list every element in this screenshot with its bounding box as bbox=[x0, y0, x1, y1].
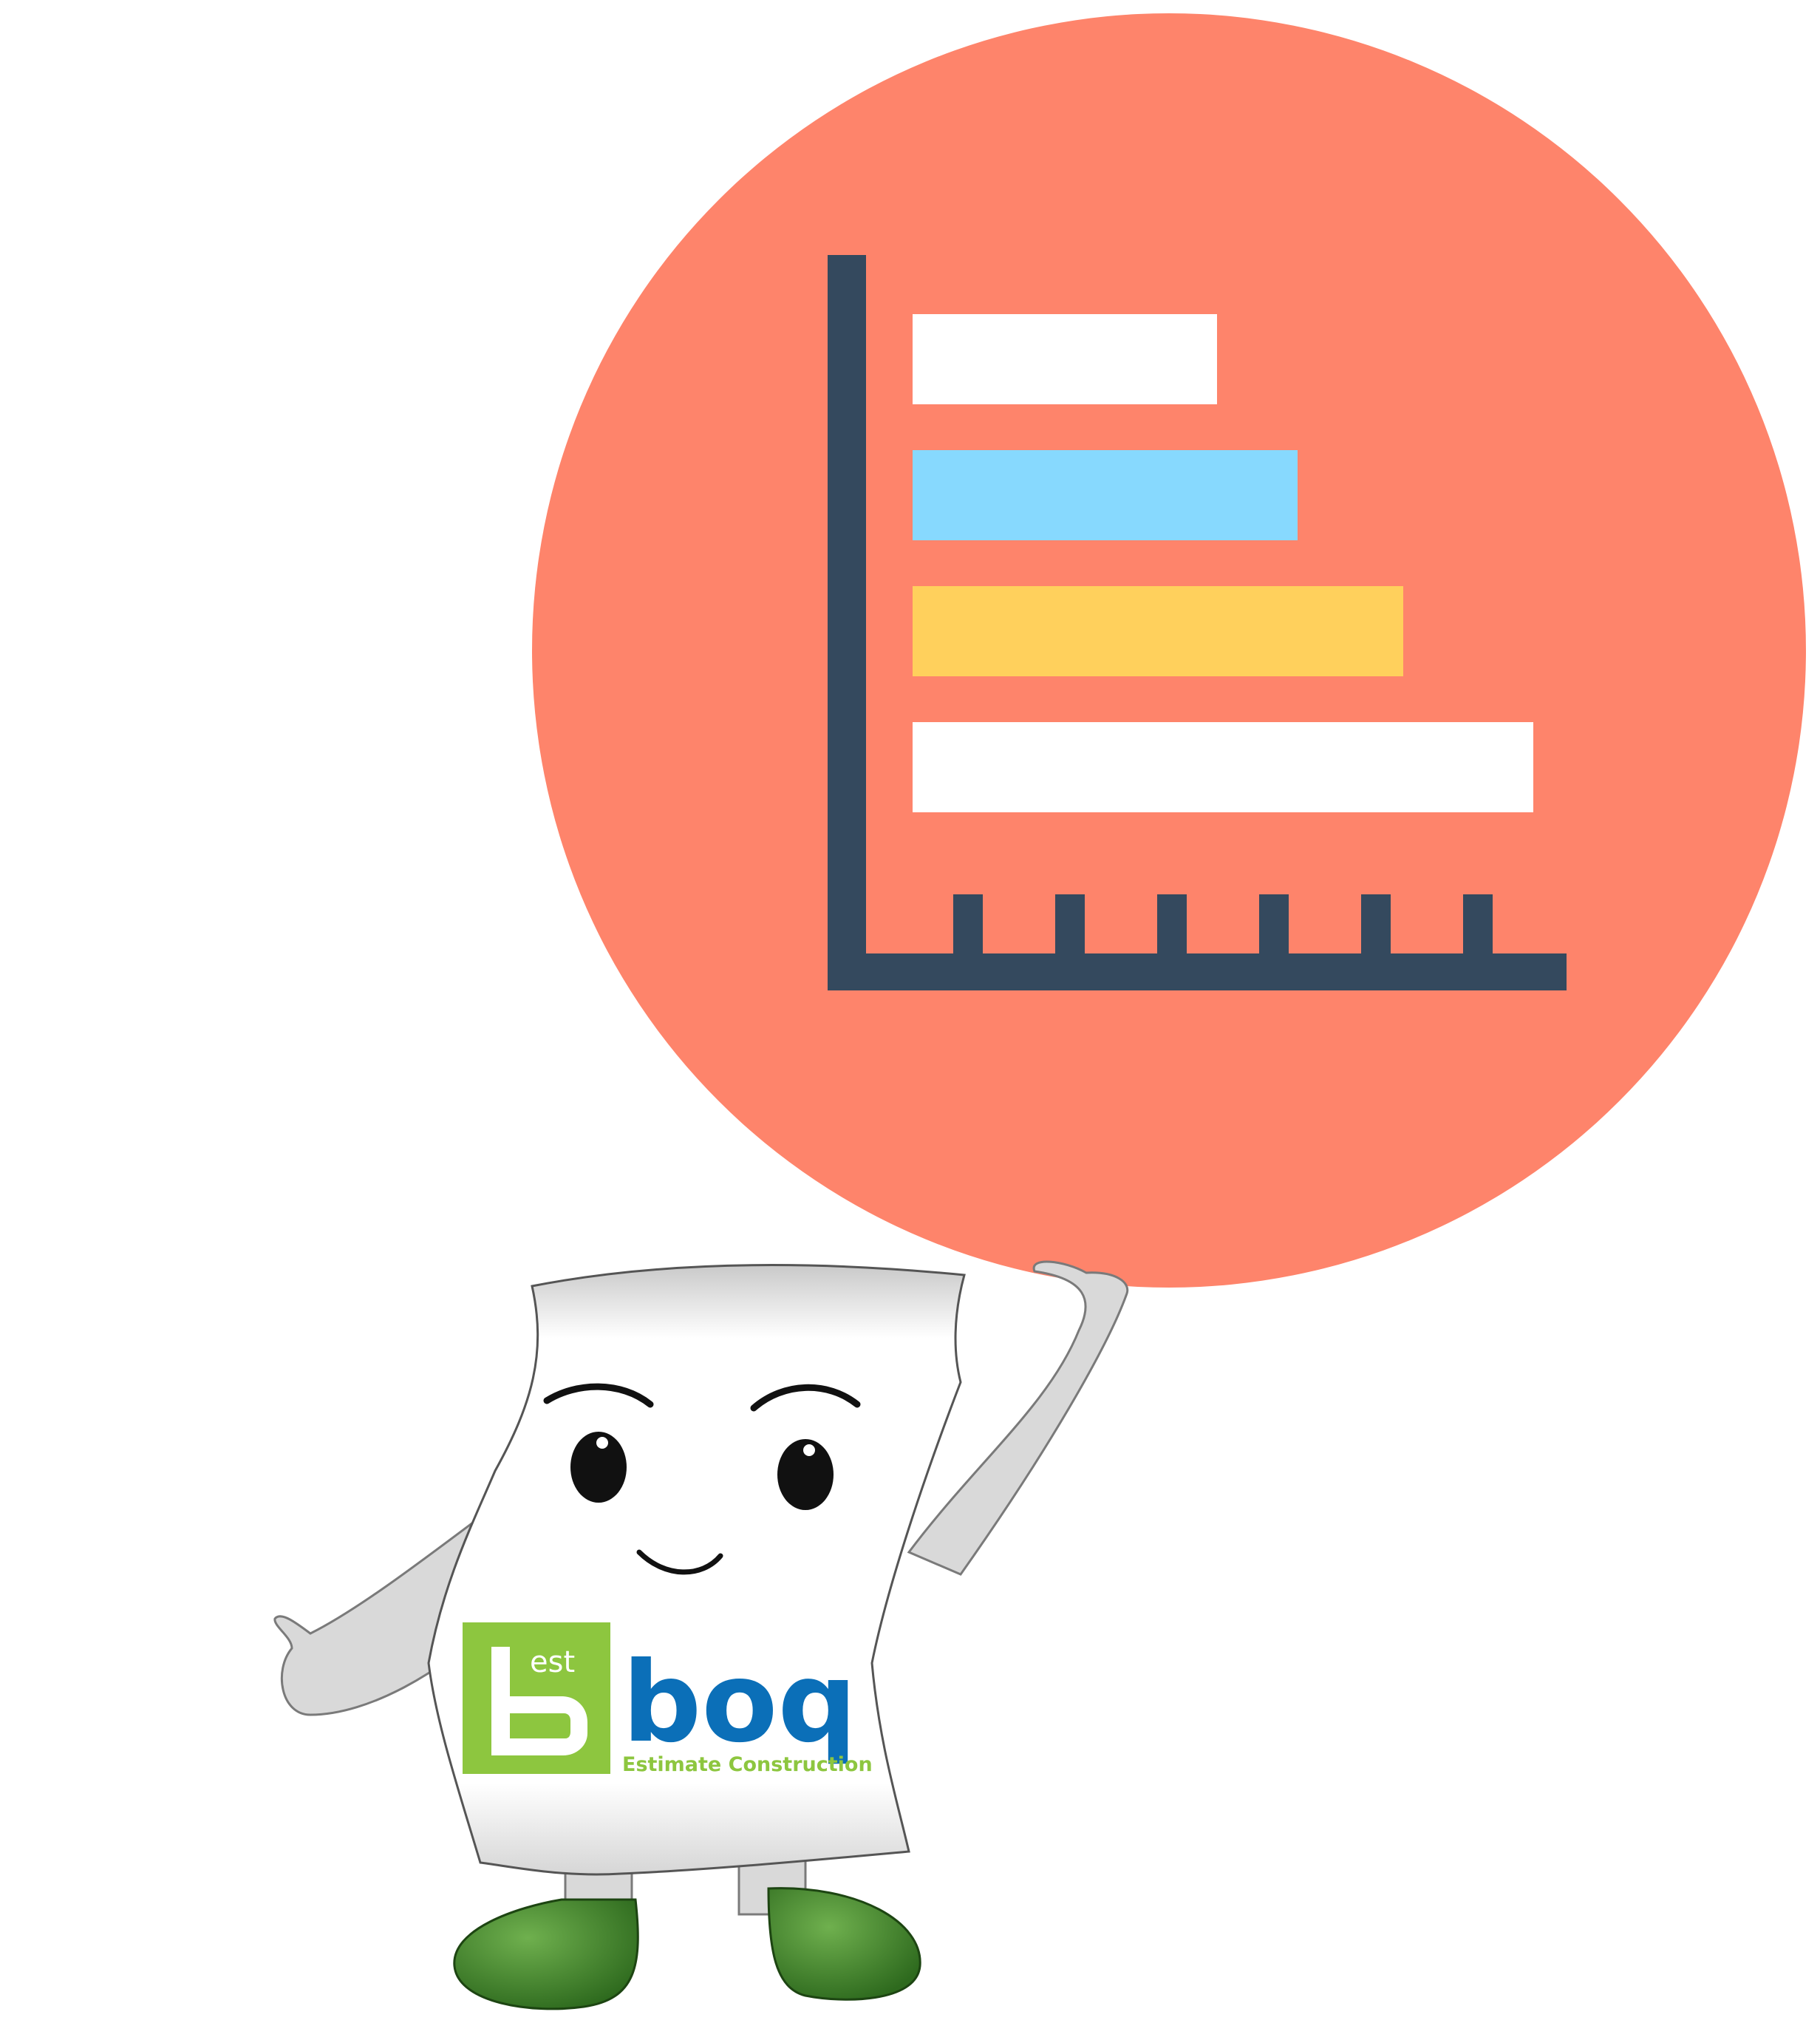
logo-boq: boq bbox=[622, 1639, 857, 1767]
bar-chart-icon bbox=[828, 255, 1567, 990]
x-tick-5 bbox=[1361, 894, 1391, 961]
right-eyebrow bbox=[750, 1384, 861, 1412]
logo-est: est bbox=[530, 1645, 575, 1679]
logo-b-shape bbox=[491, 1647, 587, 1755]
right-boot bbox=[767, 1887, 921, 2001]
logo-tagline: Estimate Construction bbox=[622, 1753, 873, 1776]
bar-4 bbox=[913, 722, 1533, 812]
left-boot bbox=[453, 1898, 639, 2010]
x-tick-4 bbox=[1259, 894, 1289, 961]
raised-arm bbox=[907, 1260, 1129, 1576]
y-axis bbox=[828, 255, 866, 989]
left-eye-shine bbox=[596, 1437, 608, 1449]
bar-1 bbox=[913, 314, 1217, 404]
bestboq-logo: est boq Estimate Construction bbox=[463, 1622, 873, 1776]
left-eye bbox=[570, 1432, 627, 1503]
left-eyebrow bbox=[543, 1383, 654, 1408]
bar-2 bbox=[913, 450, 1298, 540]
x-tick-2 bbox=[1055, 894, 1085, 961]
x-tick-3 bbox=[1157, 894, 1187, 961]
bar-3 bbox=[913, 586, 1403, 676]
x-tick-6 bbox=[1463, 894, 1493, 961]
x-tick-1 bbox=[953, 894, 983, 961]
mouth bbox=[636, 1549, 723, 1575]
x-axis bbox=[828, 953, 1567, 990]
right-eye-shine bbox=[803, 1444, 815, 1456]
paper-mascot: est boq Estimate Construction bbox=[273, 1260, 1129, 2010]
right-eye bbox=[777, 1439, 834, 1510]
